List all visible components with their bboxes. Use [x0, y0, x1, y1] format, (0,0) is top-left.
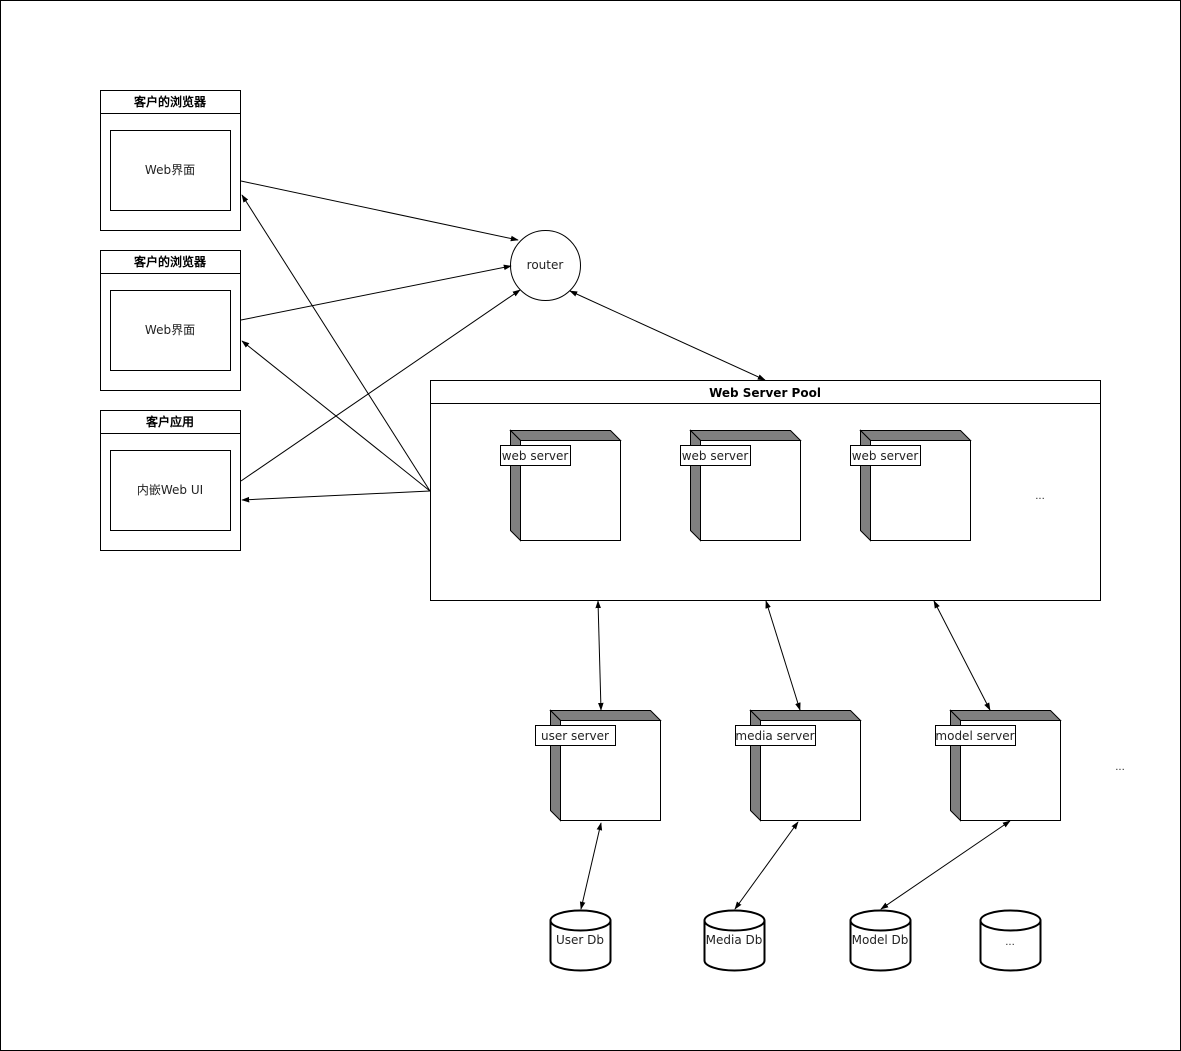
node-top-face [689, 430, 802, 441]
edge-router-pool [569, 290, 766, 381]
node-label-box [680, 445, 751, 466]
model-db-cylinder: Model Db [849, 909, 912, 972]
media-db-cylinder: Media Db [703, 909, 766, 972]
node-label: media server [735, 729, 814, 743]
client-inner-label: Web界面 [145, 323, 195, 337]
client-browser-2: 客户的浏览器 Web界面 [100, 250, 241, 391]
edge-client2-router [240, 264, 512, 321]
db-label: ... [1005, 937, 1015, 948]
client-app: 客户应用 内嵌Web UI [100, 410, 241, 551]
media-server-node: media server [735, 709, 862, 822]
client-inner-label: 内嵌Web UI [137, 483, 203, 497]
client-title: 客户的浏览器 [133, 254, 207, 269]
node-top-face [549, 710, 662, 721]
db-body [979, 920, 1042, 972]
node-top-face [749, 710, 862, 721]
node-label: user server [541, 729, 609, 743]
db-body [703, 920, 766, 972]
web-server-node-1: web server [500, 429, 622, 542]
client-title: 客户应用 [145, 414, 194, 429]
pool-title: Web Server Pool [709, 386, 821, 400]
db-top [703, 909, 766, 932]
web-server-pool: Web Server Pool web server web server we… [430, 380, 1101, 601]
node-label-box [850, 445, 921, 466]
db-label: User Db [556, 933, 604, 947]
node-top-face [509, 430, 622, 441]
edge-media-server-db [734, 821, 799, 910]
edge-client1-router [240, 180, 519, 242]
client-inner-panel [110, 290, 231, 371]
edge-pool-user-server [595, 600, 604, 711]
db-label: Media Db [706, 933, 763, 947]
client-title: 客户的浏览器 [133, 94, 207, 109]
db-top [849, 909, 912, 932]
node-label-box [500, 445, 571, 466]
router-label: router [527, 258, 564, 272]
edge-pool-client1 [241, 194, 431, 492]
client-inner-panel [110, 450, 231, 531]
edge-pool-media-server [765, 600, 801, 711]
node-label: model server [935, 729, 1014, 743]
node-label: web server [682, 449, 749, 463]
edge-model-server-db [880, 820, 1011, 910]
edge-pool-app [241, 490, 431, 503]
node-top-face [859, 430, 972, 441]
user-db-cylinder: User Db [549, 909, 612, 972]
web-server-node-2: web server [680, 429, 802, 542]
pool-more-ellipsis: ... [1035, 491, 1045, 502]
db-label: Model Db [852, 933, 909, 947]
node-top-face [949, 710, 1062, 721]
client-inner-panel [110, 130, 231, 211]
client-inner-label: Web界面 [145, 163, 195, 177]
db-top [979, 909, 1042, 932]
node-label-box [535, 725, 616, 746]
node-label-box [735, 725, 816, 746]
db-body [849, 920, 912, 972]
services-more-ellipsis: ... [1115, 762, 1125, 773]
node-label-box [935, 725, 1016, 746]
model-server-node: model server [935, 709, 1062, 822]
client-browser-1: 客户的浏览器 Web界面 [100, 90, 241, 231]
more-db-cylinder: ... [979, 909, 1042, 972]
node-label: web server [502, 449, 569, 463]
edge-user-server-db [579, 822, 603, 910]
db-top [549, 909, 612, 932]
edge-pool-model-server [933, 600, 991, 711]
user-server-node: user server [535, 709, 662, 822]
router-node: router [510, 230, 581, 301]
node-label: web server [852, 449, 919, 463]
web-server-node-3: web server [850, 429, 972, 542]
db-body [549, 920, 612, 972]
edge-app-router [240, 289, 521, 482]
edge-pool-client2 [241, 340, 431, 492]
